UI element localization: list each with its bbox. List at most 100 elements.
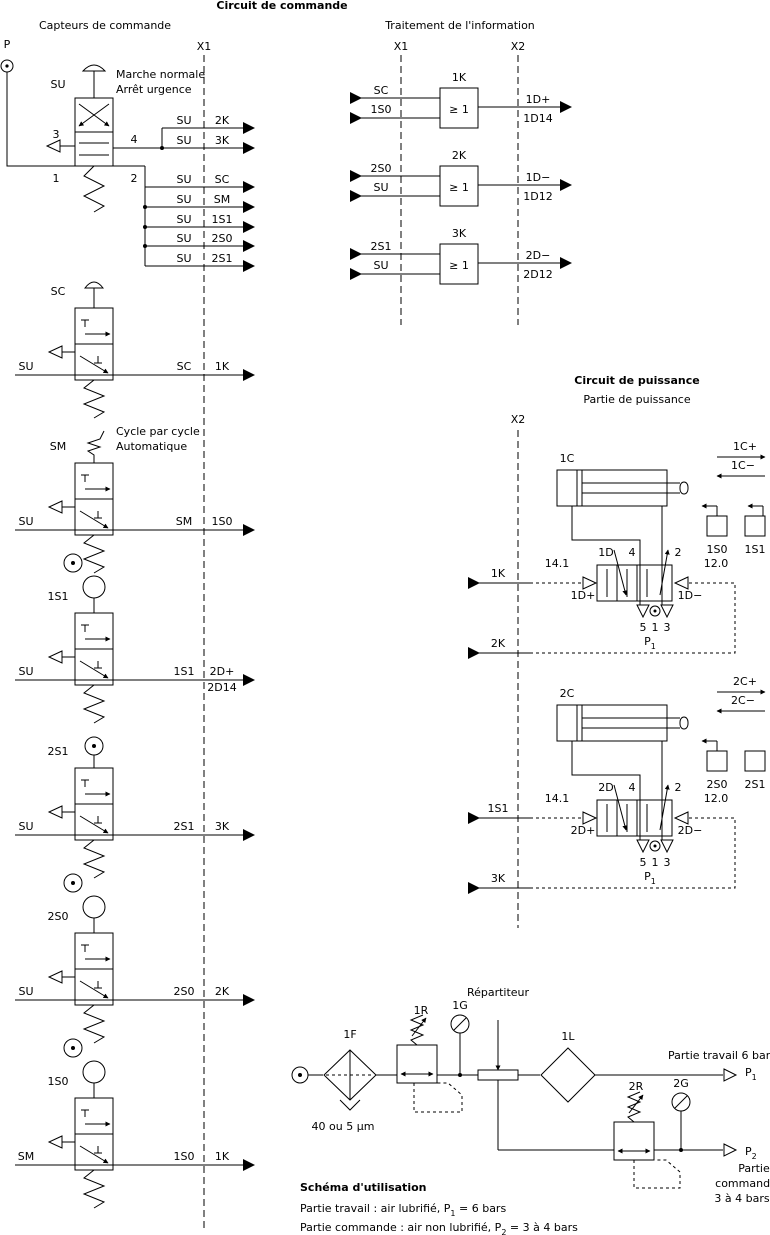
col-x1b-label: X1 (394, 40, 409, 53)
cyl-plus: 1C+ (733, 440, 757, 453)
su-output-src: SU (176, 232, 191, 245)
signal-arrow (560, 179, 572, 191)
exhaust-symbol (47, 345, 63, 359)
regulator-2r (613, 1121, 655, 1161)
svg-text:3: 3 (664, 856, 671, 869)
svg-text:5: 5 (640, 621, 647, 634)
svg-text:2R: 2R (629, 1080, 644, 1093)
regulator-1r (396, 1044, 438, 1084)
valve-body (74, 462, 114, 500)
sensor-output: 1S1 (174, 665, 195, 678)
sensor-input: SU (18, 360, 33, 373)
su-output-src: SU (176, 193, 191, 206)
cyl-minus: 2C− (731, 694, 755, 707)
return-spring (82, 534, 106, 574)
col-x2-label: X2 (511, 40, 526, 53)
logic-out: 2D− (526, 249, 551, 262)
pilot-a-label: 14.1 (545, 557, 570, 570)
logic-out2: 2D12 (523, 268, 552, 281)
valve-name: 1D (598, 546, 613, 559)
valve-in-b: 2K (491, 637, 506, 650)
cyl-plus: 2C+ (733, 675, 757, 688)
logic-in1: 2S0 (371, 162, 392, 175)
svg-text:3: 3 (664, 621, 671, 634)
valve-body (74, 612, 114, 650)
exhaust-symbol (47, 970, 63, 984)
col-x2b-label: X2 (511, 413, 526, 426)
sensor-s0: 2S0 (707, 778, 728, 791)
svg-text:Partie travail 6 bars: Partie travail 6 bars (668, 1049, 770, 1062)
signal-arrow (560, 101, 572, 113)
logic-out: 1D+ (526, 93, 551, 106)
pilot-b-label: 12.0 (704, 792, 729, 805)
pilot-b (673, 576, 689, 590)
valve-minus: 1D− (678, 589, 703, 602)
gate-op: ≥ 1 (449, 181, 469, 194)
limit-sensor (744, 515, 766, 537)
signal-arrow (243, 201, 255, 213)
sensor-s1: 1S1 (745, 543, 766, 556)
pilot-b (673, 811, 689, 825)
return-spring (82, 379, 106, 419)
input-arrow (468, 577, 480, 589)
sensor-target: 2K (215, 985, 230, 998)
su-output-dst: 2K (215, 114, 230, 127)
input-arrow (350, 190, 362, 202)
input-arrow (350, 112, 362, 124)
gate-op: ≥ 1 (449, 259, 469, 272)
svg-text:1F: 1F (343, 1028, 356, 1041)
valve-right (636, 799, 673, 837)
rod-end (679, 481, 689, 495)
valve-body (74, 932, 114, 970)
input-arrow (468, 812, 480, 824)
sensor-name: 2S0 (48, 910, 69, 923)
air-supply: 1F 40 ou 5 µm 1R 1G Répartiteur 1L Parti… (291, 986, 770, 1205)
input-arrow (350, 92, 362, 104)
return-spring (82, 839, 106, 879)
pressure-label: P1 (644, 635, 656, 651)
valve-in-a: 1K (491, 567, 506, 580)
svg-text:commande: commande (715, 1177, 770, 1190)
title-circuit-puissance: Circuit de puissance (574, 374, 699, 387)
sensor-target: 1S0 (212, 515, 233, 528)
signal-arrow (243, 181, 255, 193)
exhaust-symbol (47, 500, 63, 514)
sensor-output: 1S0 (174, 1150, 195, 1163)
svg-text:4: 4 (131, 133, 138, 146)
selector-symbol (86, 430, 105, 463)
su-output-src: SU (176, 173, 191, 186)
logic-in1: 2S1 (371, 240, 392, 253)
signal-arrow (243, 1159, 255, 1171)
cylinder-body (556, 469, 668, 507)
or-gate (439, 243, 479, 285)
logic-out2: 1D14 (523, 112, 552, 125)
sensor-target: 1K (215, 1150, 230, 1163)
svg-text:2: 2 (131, 172, 138, 185)
svg-text:3 à 4 bars: 3 à 4 bars (714, 1192, 769, 1205)
valve-in-a: 1S1 (488, 802, 509, 815)
svg-text:1R: 1R (414, 1004, 429, 1017)
signal-arrow (243, 260, 255, 272)
return-spring (82, 1169, 106, 1209)
pressure-label: P1 (644, 870, 656, 886)
exhaust-symbol (47, 650, 63, 664)
title-partie-puissance: Partie de puissance (583, 393, 691, 406)
sensor-input: SU (18, 515, 33, 528)
sensor-input: SU (18, 985, 33, 998)
signal-arrow (243, 240, 255, 252)
valve-plus: 1D+ (571, 589, 596, 602)
port-4: 4 (629, 546, 636, 559)
sensor-target: 1K (215, 360, 230, 373)
return-spring (82, 1004, 106, 1044)
sensor-input: SU (18, 665, 33, 678)
signal-arrow (243, 369, 255, 381)
